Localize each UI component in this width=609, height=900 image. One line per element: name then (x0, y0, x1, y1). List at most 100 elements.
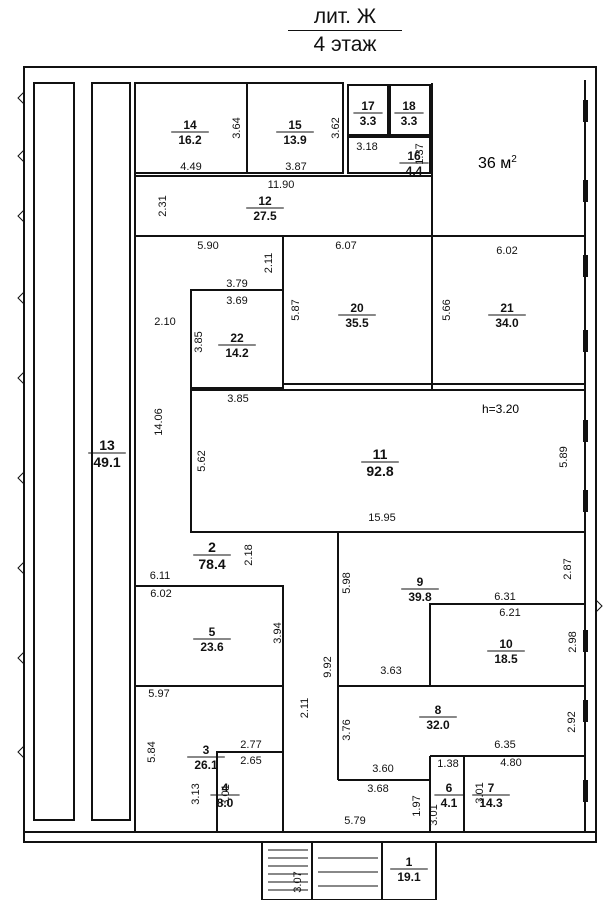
dimension-label: 14.06 (153, 408, 165, 436)
room-5-label: 523.6 (193, 625, 231, 654)
dimension-label: 3.69 (226, 295, 247, 307)
walls (23, 66, 597, 900)
dimension-label: 3.79 (226, 278, 247, 290)
facade-mark (17, 651, 25, 665)
room-17-label: 173.3 (353, 99, 383, 128)
facade-mark (17, 291, 25, 305)
dimension-label: 3.60 (372, 763, 393, 775)
dimension-label: 3.76 (341, 719, 353, 740)
window-mark (583, 490, 588, 512)
room-number: 17 (361, 99, 375, 113)
dimension-label: 3.63 (380, 665, 401, 677)
dimension-label: 3.01 (220, 784, 232, 805)
room-area: 35.5 (345, 316, 369, 330)
dimension-label: 5.97 (148, 688, 169, 700)
room-area: 34.0 (495, 316, 519, 330)
room-area: 13.9 (283, 133, 307, 147)
room-17-walls (347, 84, 389, 136)
room-6-label: 64.1 (434, 781, 464, 810)
room-number: 3 (203, 743, 210, 757)
window-mark (583, 420, 588, 442)
room-18-label: 183.3 (394, 99, 424, 128)
dimension-label: 9.92 (322, 656, 334, 677)
notes: 36 м2 h=3.20 (478, 154, 519, 416)
room-number: 21 (500, 301, 514, 315)
room-number: 12 (258, 194, 272, 208)
room-area: 4.1 (441, 796, 458, 810)
dimension-label: 4.49 (180, 161, 201, 173)
dimension-label: 3.18 (356, 141, 377, 153)
room-labels: 119.1278.4326.148.0523.664.1714.3832.093… (88, 99, 526, 884)
window-mark (583, 330, 588, 352)
dimension-label: 3.68 (367, 783, 388, 795)
dimension-label: 5.89 (558, 446, 570, 467)
room-number: 13 (99, 437, 115, 453)
room-2-label: 278.4 (193, 539, 231, 572)
window-mark (583, 700, 588, 722)
ceiling-height-note: h=3.20 (482, 402, 519, 416)
floor-label: 4 этаж (313, 33, 377, 56)
facade-mark (17, 745, 25, 759)
dimension-label: 5.87 (290, 299, 302, 320)
dimension-label: 3.85 (193, 331, 205, 352)
window-mark (583, 100, 588, 122)
dimension-label: 6.11 (150, 570, 171, 582)
room-area: 26.1 (194, 758, 218, 772)
window-mark (583, 255, 588, 277)
dimension-label: 11.90 (268, 179, 295, 191)
facade-mark (595, 599, 603, 613)
stair-treads (268, 849, 378, 891)
facade-mark (17, 561, 25, 575)
dimension-label: 2.31 (157, 195, 169, 216)
room-area: 18.5 (494, 652, 518, 666)
dimension-label: 3.64 (231, 117, 243, 138)
room-area: 39.8 (408, 590, 432, 604)
room-4-label: 48.0 (210, 781, 240, 810)
dimension-label: 3.94 (272, 622, 284, 643)
dimension-label: 2.18 (243, 544, 255, 565)
dimension-label: 6.35 (494, 739, 515, 751)
room-8-label: 832.0 (419, 703, 457, 732)
dimension-label: 5.79 (344, 815, 365, 827)
room-area: 27.5 (253, 209, 277, 223)
dimension-label: 3.13 (190, 783, 202, 804)
room-number: 8 (435, 703, 442, 717)
room-number: 1 (406, 855, 413, 869)
room-18-walls (389, 84, 431, 136)
room-area: 92.8 (366, 463, 393, 479)
dimension-label: 2.87 (562, 558, 574, 579)
dimension-label: 3.01 (474, 782, 486, 803)
room-number: 16 (407, 149, 421, 163)
dimension-label: 2.11 (263, 253, 275, 274)
dimension-label: 5.90 (197, 240, 218, 252)
room-4-walls (216, 751, 284, 833)
room-7-label: 714.3 (472, 781, 510, 810)
dimension-label: 5.98 (341, 572, 353, 593)
room-area: 4.4 (406, 164, 423, 178)
room-area: 14.3 (479, 796, 503, 810)
window-mark (583, 180, 588, 202)
facade-marks (17, 91, 603, 759)
dimension-label: 3.87 (285, 161, 306, 173)
room-number: 11 (373, 446, 388, 462)
area-note: 36 м2 (478, 154, 517, 172)
room-number: 18 (402, 99, 416, 113)
dimension-label: 6.02 (150, 588, 171, 600)
dimension-label: 2.11 (299, 698, 311, 719)
dimension-label: 5.66 (441, 299, 453, 320)
room-area: 3.3 (401, 114, 418, 128)
room-15-walls (246, 82, 344, 174)
room-3-label: 326.1 (187, 743, 225, 772)
facade-mark (17, 91, 25, 105)
dimension-label: 6.21 (499, 607, 520, 619)
facade-mark (17, 471, 25, 485)
dimension-label: 6.07 (335, 240, 356, 252)
room-area: 8.0 (217, 796, 234, 810)
room-area: 32.0 (426, 718, 450, 732)
room-area: 16.2 (178, 133, 202, 147)
